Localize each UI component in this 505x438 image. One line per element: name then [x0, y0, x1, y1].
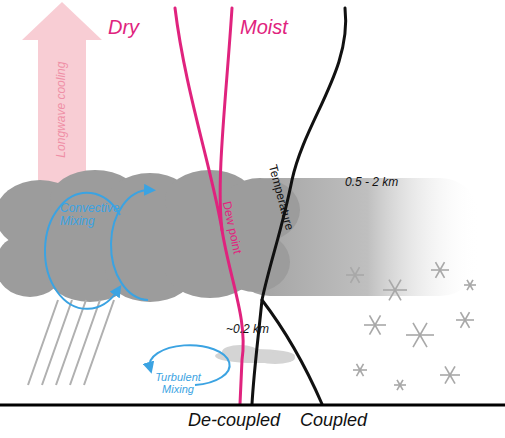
profile-label: Dry	[108, 16, 139, 38]
height-label: 0.5 - 2 km	[345, 176, 398, 189]
snowflake	[431, 262, 449, 278]
process-label: Convective Mixing	[60, 202, 120, 228]
snowflake	[464, 280, 476, 290]
mixing-arrows	[45, 190, 230, 385]
snowflake	[353, 364, 367, 376]
regime-label: Coupled	[300, 411, 367, 431]
profile-lines	[175, 8, 346, 404]
height-label: ~0.2 km	[226, 323, 269, 336]
snowflakes	[346, 262, 476, 390]
process-label: Longwave cooling	[55, 62, 68, 158]
rain-streaks	[28, 300, 114, 385]
process-label: Turbulent Mixing	[152, 371, 204, 395]
snowflake	[406, 323, 434, 347]
regime-label: De-coupled	[188, 411, 280, 431]
snowflake	[440, 366, 460, 383]
cloud-deck	[0, 170, 480, 302]
snowflake	[456, 312, 474, 328]
snowflake	[364, 315, 386, 334]
snowflake	[346, 267, 364, 283]
ground-line	[0, 404, 505, 407]
snowflake	[394, 380, 406, 390]
profile-label: Moist	[240, 16, 288, 38]
snowflake	[383, 280, 407, 301]
